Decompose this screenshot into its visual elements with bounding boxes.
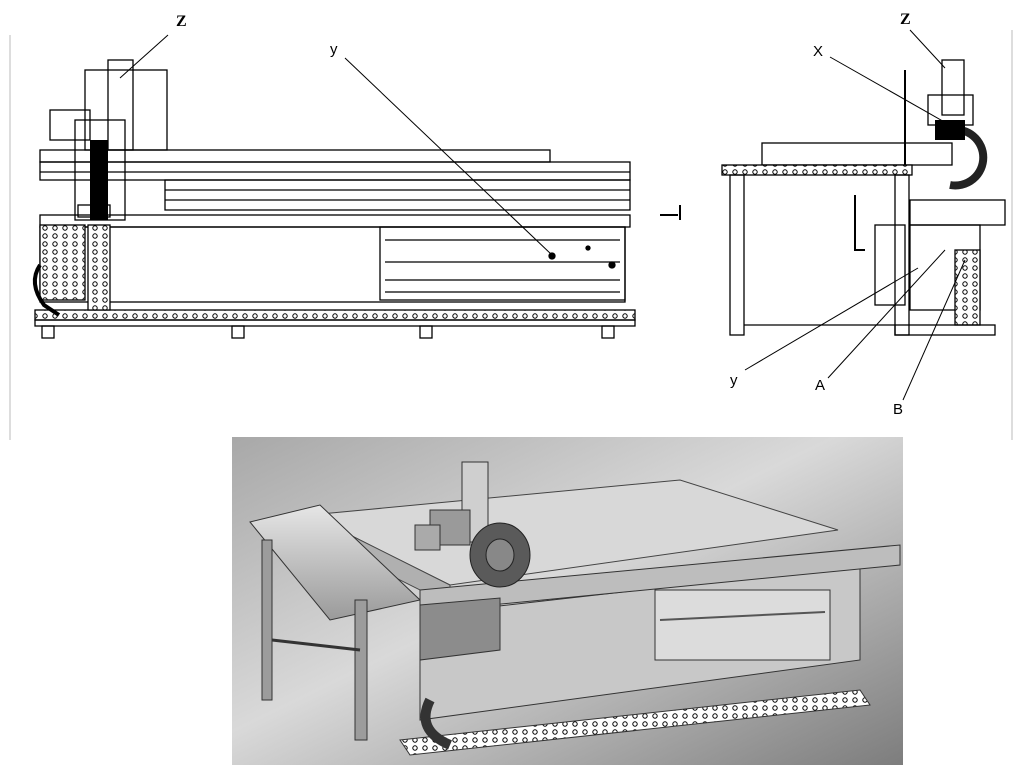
side-a-leader-line (827, 249, 946, 379)
side-z-label: Z (900, 11, 911, 28)
side-z-column (941, 59, 965, 116)
side-bracket (854, 195, 865, 251)
side-board (761, 142, 953, 166)
side-leg-right (894, 174, 910, 336)
side-base-plate (894, 324, 996, 336)
front-top-board (39, 149, 551, 163)
render-motor-box (414, 524, 441, 551)
front-chain-conveyor (34, 309, 636, 321)
front-leg (601, 325, 615, 339)
side-b-leader-line (902, 259, 966, 401)
side-b-label: B (893, 401, 904, 418)
front-bolt (608, 261, 616, 269)
front-section-mark (660, 205, 681, 220)
front-lower-rail (39, 214, 631, 228)
front-z-label: Z (176, 13, 187, 30)
render-leg (354, 599, 368, 741)
front-z-slide (107, 59, 134, 151)
side-leg-left (729, 174, 745, 336)
isometric-render (232, 437, 903, 765)
front-y-drive-box (379, 226, 626, 301)
side-spindle (935, 120, 965, 140)
front-view (9, 34, 681, 440)
render-chain-conveyor (399, 689, 871, 756)
front-housing (39, 226, 626, 303)
front-spindle-head (77, 204, 111, 218)
front-y-leader-dot (548, 252, 556, 260)
front-mid-rail (164, 179, 631, 211)
front-cable-block (39, 224, 86, 301)
front-leg (231, 325, 245, 339)
side-x-label: X (813, 43, 824, 60)
side-a-label: A (815, 377, 826, 394)
front-cable-loop (32, 263, 61, 317)
side-y-label: y (730, 372, 738, 389)
front-z-motor (49, 109, 91, 141)
front-bolt (585, 245, 591, 251)
front-spindle-shaft (90, 140, 108, 220)
front-y-label: y (330, 41, 338, 58)
front-cable-chain (87, 224, 111, 311)
render-leg (261, 539, 273, 701)
render-y-drive (654, 589, 831, 661)
side-x-leader-line (829, 56, 956, 129)
side-rail (909, 199, 1006, 226)
front-y-leader-line (344, 57, 553, 256)
front-z-leader-line (119, 34, 169, 79)
side-drive-cover (874, 224, 906, 306)
side-y-leader-line (744, 267, 919, 371)
side-view (721, 29, 1013, 440)
side-table-chain (721, 164, 913, 176)
front-leg (419, 325, 433, 339)
render-spindle (485, 538, 515, 572)
render-crossbar (271, 638, 361, 652)
front-base-beam (34, 319, 636, 327)
front-upper-rail (39, 161, 631, 181)
render-lower-carriage (419, 597, 501, 661)
render-cable-chain (420, 697, 453, 750)
side-z-leader-line (909, 29, 946, 69)
render-drive-rod (659, 611, 826, 621)
front-z-column (84, 69, 168, 151)
side-cable-chain (954, 249, 981, 326)
front-leg (41, 325, 55, 339)
